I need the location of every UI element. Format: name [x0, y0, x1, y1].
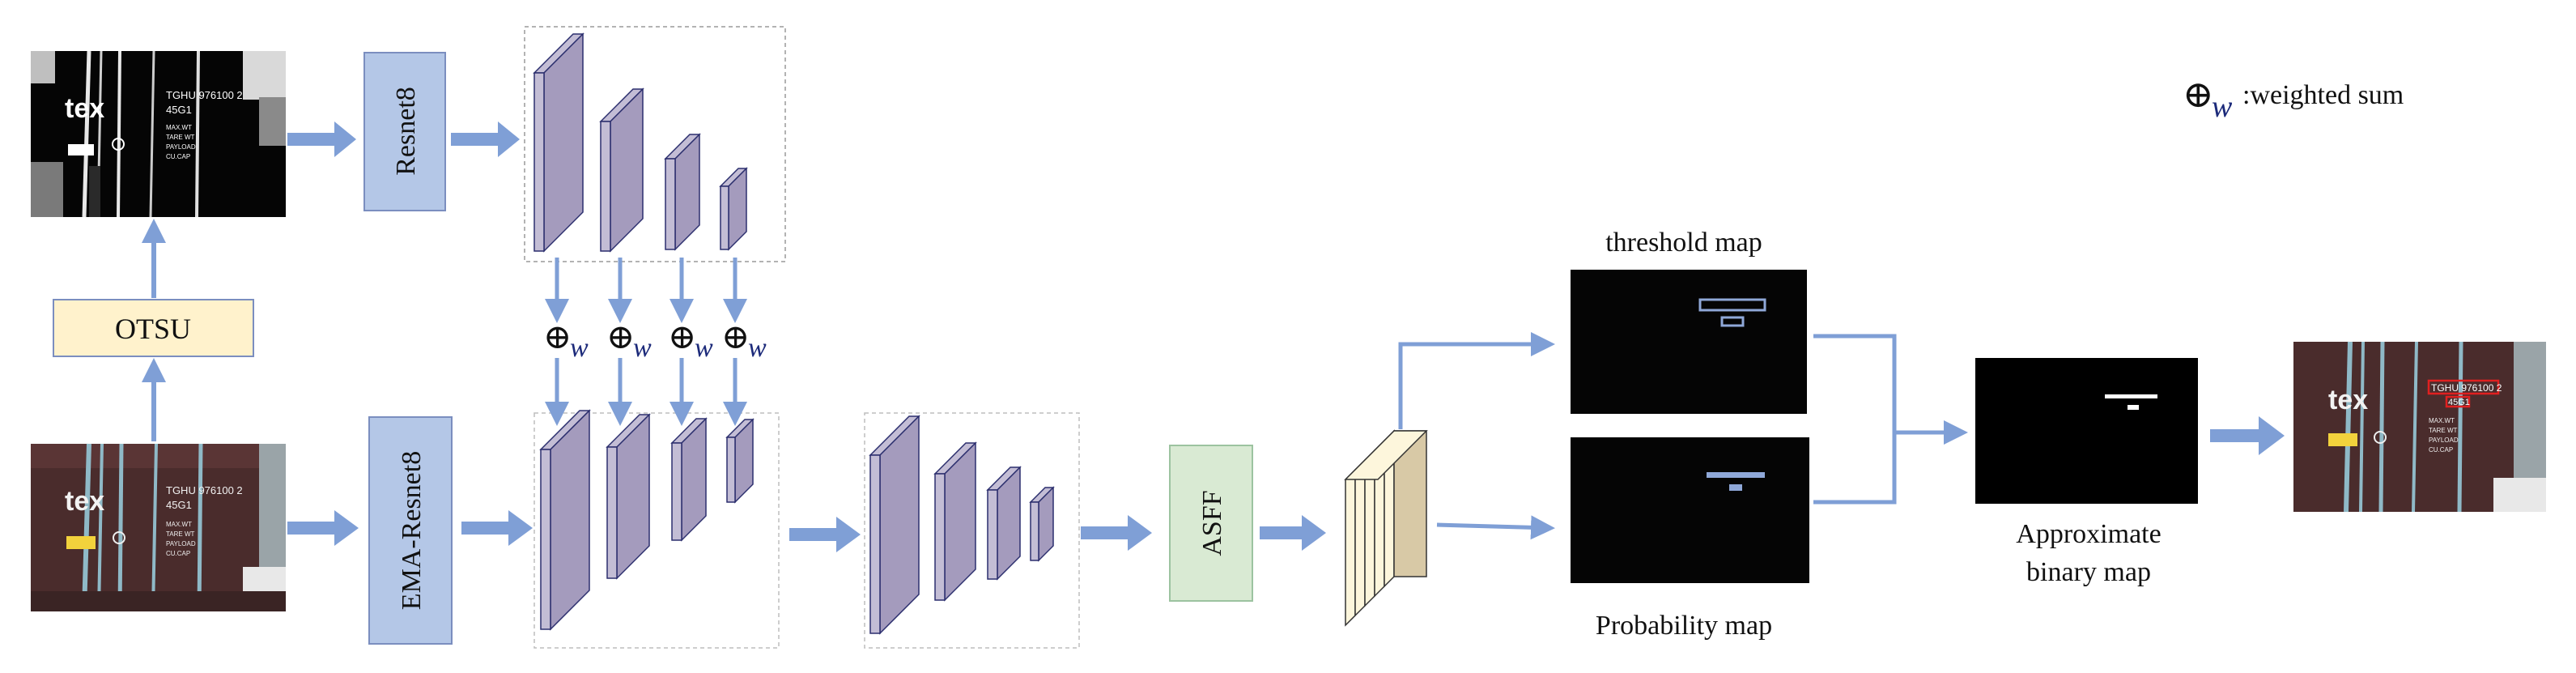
stack-sheet: [1345, 468, 1356, 627]
asff-label: ASFF: [1197, 490, 1227, 556]
output-spec-3: PAYLOAD: [2429, 437, 2459, 444]
ema-layer-3: [670, 417, 708, 542]
fused-features-box: [864, 412, 1080, 649]
weighted-sum-symbol: ⊕: [543, 319, 572, 356]
output-code-text: TGHU 976100 2: [2431, 382, 2502, 394]
ema-layer-2: [606, 413, 651, 580]
probability-map-label: Probability map: [1596, 611, 1772, 641]
legend-symbol: ⊕: [2183, 74, 2214, 115]
otsu-logo-text: tex: [65, 93, 104, 124]
arrow-fpn-to-asff: [1081, 515, 1152, 551]
weighted-sum-node-1: ⊕w: [543, 258, 589, 426]
arrow-fused-to-fpn: [789, 517, 861, 552]
fused-layer-4: [1029, 486, 1055, 562]
otsu-spec-3: PAYLOAD: [166, 143, 196, 151]
otsu-label: OTSU: [115, 313, 191, 345]
approximate-map-label-1: Approximate: [2016, 519, 2161, 549]
arrow-binary-to-output: [2210, 416, 2285, 455]
stack-sheet: [1354, 458, 1366, 617]
weighted-sum-connections: ⊕w⊕w⊕w⊕w: [543, 258, 767, 426]
input-spec-1: MAX.WT: [166, 521, 192, 528]
input-spec-4: CU.CAP: [166, 550, 190, 557]
arrow-input-to-ema: [287, 510, 359, 546]
legend-subscript: w: [2212, 90, 2233, 124]
input-container-image: tex TGHU 976100 2 45G1 MAX.WT TARE WT PA…: [31, 443, 286, 612]
arrow-binary-to-resnet8: [287, 121, 356, 157]
output-type-text: 45G1: [2448, 398, 2470, 407]
merge-bracket: [1813, 334, 1897, 505]
ema-features-box: [533, 412, 780, 649]
output-spec-2: TARE WT: [2429, 427, 2458, 434]
fused-layer-3: [986, 466, 1022, 581]
resnet8-layer-2: [599, 87, 644, 253]
threshold-map-label: threshold map: [1605, 228, 1762, 258]
input-type-text: 45G1: [166, 499, 192, 511]
otsu-spec-1: MAX.WT: [166, 124, 192, 131]
probability-map: Probability map: [1571, 437, 1809, 641]
otsu-spec-2: TARE WT: [166, 134, 195, 141]
stack-top-face: [1344, 430, 1428, 480]
output-spec-4: CU.CAP: [2429, 446, 2453, 454]
resnet8-block: Resnet8: [363, 52, 446, 211]
weighted-sum-subscript: w: [748, 333, 767, 363]
thick-arrows: [287, 121, 2285, 552]
ema-layer-4: [725, 418, 755, 504]
feature-layers: [533, 32, 1055, 635]
input-spec-2: TARE WT: [166, 530, 195, 538]
asff-block: ASFF: [1169, 445, 1253, 602]
arrow-resnet8-to-features: [451, 121, 520, 157]
weighted-sum-node-4: ⊕w: [721, 258, 767, 426]
otsu-block: OTSU: [53, 299, 254, 357]
legend: ⊕ w :weighted sum: [2183, 74, 2404, 124]
weighted-sum-node-2: ⊕w: [606, 258, 652, 426]
weighted-sum-symbol: ⊕: [668, 319, 696, 356]
input-spec-3: PAYLOAD: [166, 540, 196, 547]
weighted-sum-subscript: w: [633, 333, 652, 363]
threshold-map: threshold map: [1571, 228, 1807, 414]
approximate-map-label-2: binary map: [2026, 557, 2151, 587]
legend-text: :weighted sum: [2242, 80, 2404, 110]
resnet8-layer-4: [719, 167, 748, 251]
fused-layer-2: [933, 441, 977, 602]
ema-layer-1: [539, 409, 591, 631]
arrow-to-probability-map: [1436, 515, 1555, 540]
ema-resnet8-label: EMA-Resnet8: [397, 451, 427, 610]
output-spec-1: MAX.WT: [2429, 417, 2455, 424]
arrow-to-threshold-map: [1398, 332, 1555, 429]
arrow-asff-to-stack: [1260, 515, 1326, 551]
resnet8-layer-1: [533, 32, 584, 253]
input-logo-text: tex: [65, 486, 104, 517]
otsu-output-image: tex TGHU 976100 2 45G1 MAX.WT TARE WT PA…: [31, 50, 286, 218]
weighted-sum-subscript: w: [570, 333, 589, 363]
weighted-sum-symbol: ⊕: [721, 319, 750, 356]
fused-layer-1: [869, 415, 920, 635]
output-detection-image: tex TGHU 976100 2 45G1 MAX.WT TARE WT PA…: [2293, 341, 2546, 513]
weighted-sum-node-3: ⊕w: [668, 258, 713, 426]
weighted-sum-symbol: ⊕: [606, 319, 635, 356]
resnet8-layer-3: [664, 133, 701, 251]
fused-feature-stack: [1344, 429, 1428, 627]
arrow-ema-to-features: [461, 510, 533, 546]
output-logo-text: tex: [2328, 385, 2368, 415]
input-code-text: TGHU 976100 2: [166, 484, 243, 496]
otsu-code-text: TGHU 976100 2: [166, 89, 243, 101]
otsu-type-text: 45G1: [166, 104, 192, 116]
weighted-sum-subscript: w: [695, 333, 713, 363]
otsu-spec-4: CU.CAP: [166, 153, 190, 160]
ema-resnet8-block: EMA-Resnet8: [368, 416, 453, 645]
resnet8-label: Resnet8: [391, 87, 421, 176]
approximate-binary-map: Approximate binary map: [1975, 358, 2198, 587]
